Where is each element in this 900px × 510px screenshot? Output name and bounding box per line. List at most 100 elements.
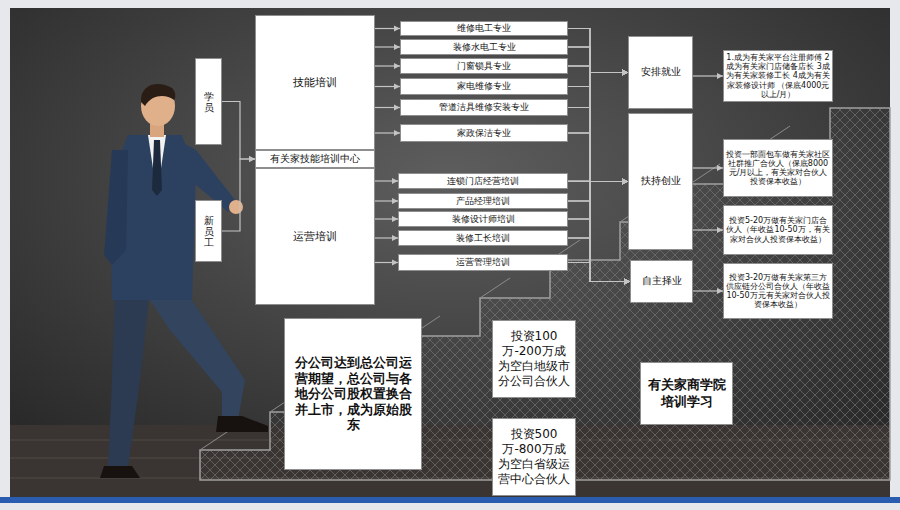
center-band: 有关家技能培训中心	[255, 150, 375, 168]
connector	[568, 66, 628, 76]
connector	[568, 47, 630, 285]
connector	[568, 66, 630, 285]
connector-line	[568, 133, 628, 182]
connector-line	[568, 181, 630, 282]
connector-line	[568, 73, 628, 220]
connector	[568, 179, 628, 220]
connector-line	[568, 87, 628, 182]
stair-edge	[200, 430, 230, 450]
connector	[693, 73, 723, 79]
connector	[375, 130, 400, 136]
vertical-label-box: 学员	[195, 58, 222, 145]
detail-box: 1.成为有关家平台注册师傅 2成为有关家门店储备店长 3成为有关家装修工长 4成…	[723, 50, 833, 102]
connector	[693, 227, 723, 233]
connector-line	[568, 219, 630, 282]
node-text: 有关家技能培训中心	[270, 153, 360, 166]
connector	[568, 29, 630, 285]
node-text: 装修设计师培训	[452, 214, 515, 224]
connector	[568, 108, 628, 185]
connector	[568, 29, 628, 185]
academy-box: 有关家商学院培训学习	[640, 362, 733, 425]
connector-line	[568, 87, 630, 282]
node-text: 学员	[204, 91, 214, 113]
connector-line	[568, 66, 628, 182]
node-text: 自主择业	[642, 275, 682, 288]
course-box: 门窗锁具专业	[400, 58, 568, 74]
connector	[375, 44, 400, 50]
connector	[693, 288, 723, 294]
connector-line	[568, 238, 630, 282]
outcome-box: 扶持创业	[628, 113, 693, 250]
node-text: 运营培训	[293, 230, 337, 244]
node-text: 扶持创业	[641, 175, 681, 188]
connector-line	[568, 66, 628, 73]
connector-line	[568, 73, 628, 239]
connector	[568, 66, 628, 185]
connector-line	[568, 66, 630, 282]
course-box: 维修电工专业	[400, 21, 568, 36]
connector	[568, 29, 628, 76]
back-shoe	[100, 466, 140, 478]
connector	[375, 235, 398, 241]
connector	[375, 260, 398, 266]
connector	[568, 87, 630, 285]
node-text: 投资5-20万做有关家门店合伙人（年收益10-50万，有关家对合伙人投资保本收益…	[726, 216, 830, 244]
connector	[375, 105, 400, 111]
node-text: 运营管理培训	[456, 257, 510, 267]
connector-line	[568, 73, 628, 134]
tie	[152, 140, 162, 196]
connector	[568, 263, 630, 285]
connector-line	[568, 182, 628, 202]
node-text: 家电维修专业	[457, 81, 511, 91]
front-shoe	[216, 416, 268, 432]
connector	[568, 87, 628, 185]
node-text: 安排就业	[641, 66, 681, 79]
training-box: 技能培训	[255, 15, 375, 150]
course-box: 家电维修专业	[400, 78, 568, 95]
node-text: 管道洁具维修安装专业	[439, 102, 529, 112]
hand	[229, 200, 243, 214]
course-box: 装修水电工专业	[400, 39, 568, 55]
node-text: 装修水电工专业	[453, 42, 516, 52]
node-text: 有关家商学院培训学习	[646, 377, 727, 410]
connector	[568, 70, 628, 239]
connector-line	[568, 263, 630, 282]
node-text: 技能培训	[293, 76, 337, 90]
connector	[568, 47, 628, 76]
connector	[568, 238, 630, 285]
connector-line	[568, 108, 628, 182]
course-box: 装修设计师培训	[398, 211, 568, 227]
front-leg	[140, 285, 245, 420]
connector	[568, 219, 630, 285]
bottom-bar	[0, 497, 900, 503]
course-box: 管道洁具维修安装专业	[400, 99, 568, 116]
stair-edge	[690, 164, 720, 184]
connector-line	[568, 201, 630, 282]
node-text: 装修工长培训	[456, 233, 510, 243]
connector	[568, 133, 630, 285]
connector-line	[568, 73, 628, 108]
training-box: 运营培训	[255, 168, 375, 305]
connector	[375, 26, 400, 32]
invest-box: 投资500万-800万成为空白省级运营中心合伙人	[492, 418, 576, 496]
course-box: 运营管理培训	[398, 254, 568, 271]
connector	[568, 47, 628, 185]
connector-line	[568, 73, 628, 263]
node-text: 产品经理培训	[456, 196, 510, 206]
invest-box: 投资100万-200万成为空白地级市分公司合伙人	[492, 320, 576, 398]
connector	[568, 179, 628, 263]
outcome-box: 自主择业	[630, 260, 693, 303]
connector	[375, 178, 398, 184]
businessman	[100, 84, 268, 478]
node-text: 投资100万-200万成为空白地级市分公司合伙人	[497, 329, 571, 389]
dark-panel	[10, 8, 890, 497]
node-text: 投资一部面包车做有关家社区社群推广合伙人（保底8000元/月以上，有关家对合伙人…	[726, 150, 830, 187]
connector-line	[568, 133, 630, 282]
connector	[568, 201, 630, 285]
connector	[568, 179, 628, 239]
course-box: 装修工长培训	[398, 230, 568, 246]
connector	[375, 84, 400, 90]
vertical-label-box: 新员工	[195, 200, 222, 262]
connector	[568, 70, 628, 220]
